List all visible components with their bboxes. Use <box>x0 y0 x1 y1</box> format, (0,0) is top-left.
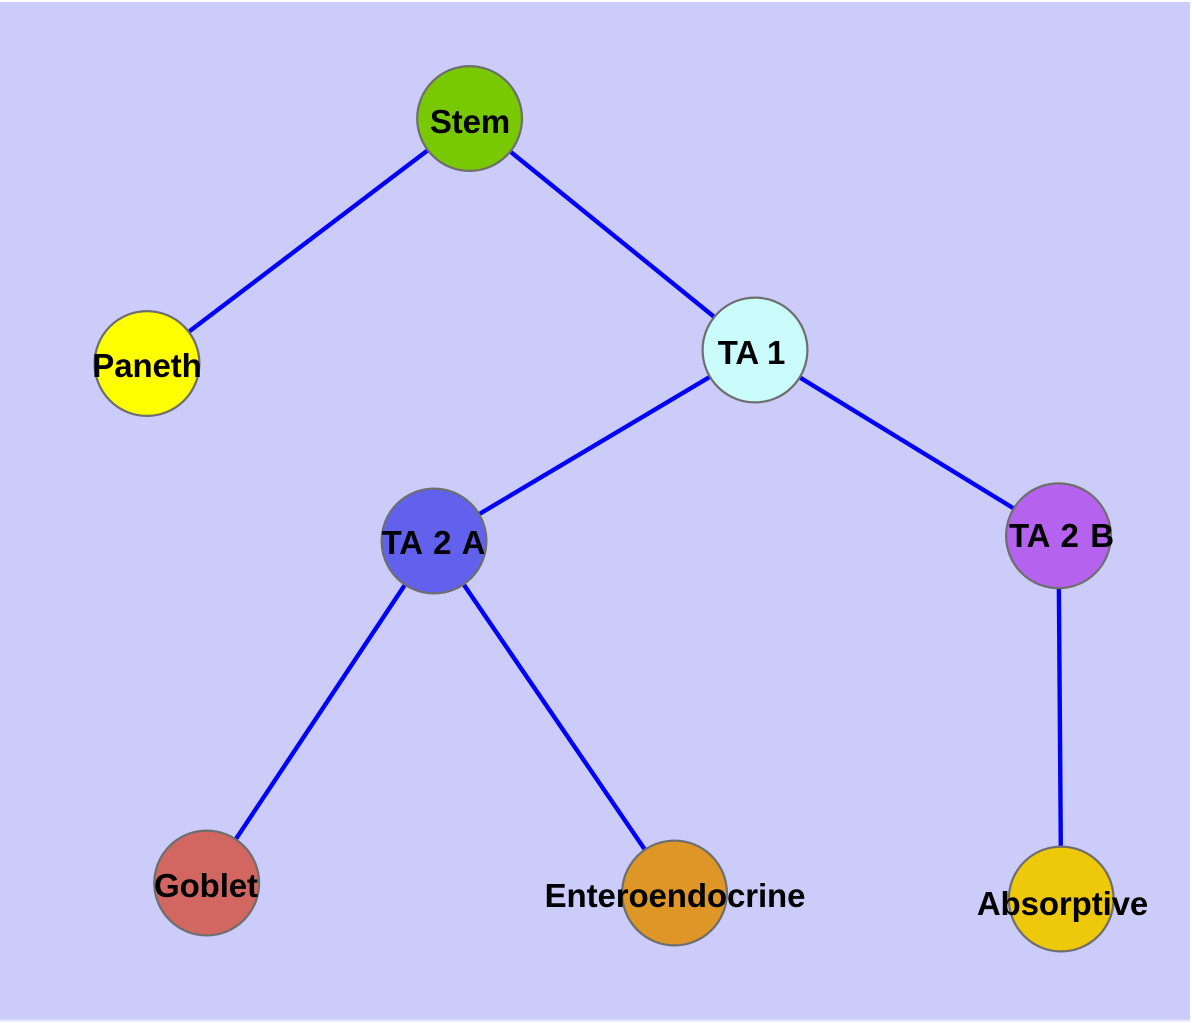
svg-text:Enteroendocrine: Enteroendocrine <box>545 877 806 914</box>
svg-text:Stem: Stem <box>430 103 510 140</box>
svg-text:TA 2 A: TA 2 A <box>382 524 486 561</box>
svg-text:Goblet: Goblet <box>154 867 258 904</box>
svg-text:Paneth: Paneth <box>92 347 201 384</box>
svg-text:Absorptive: Absorptive <box>977 885 1148 922</box>
svg-text:TA 2 B: TA 2 B <box>1009 517 1114 554</box>
svg-text:TA 1: TA 1 <box>718 334 785 371</box>
